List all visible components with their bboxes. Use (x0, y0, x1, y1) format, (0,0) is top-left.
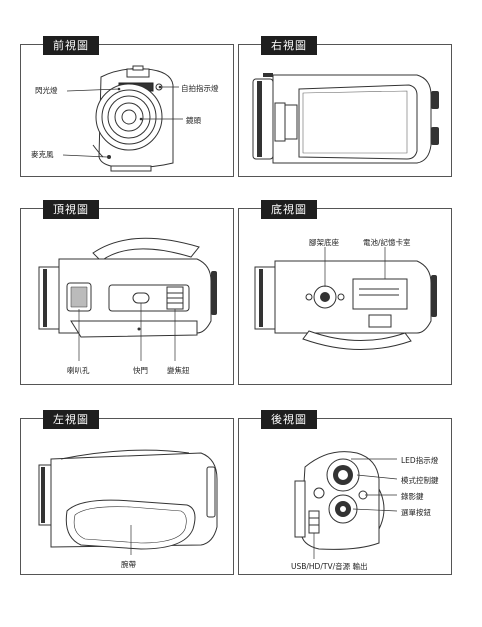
back-camera-drawing (239, 419, 451, 574)
front-camera-drawing (21, 45, 233, 176)
label-ports: USB/HD/TV/音源 輸出 (291, 562, 368, 571)
label-select: 選單按鈕 (401, 508, 431, 517)
label-zoom: 變焦鈕 (167, 366, 190, 375)
panel-title: 左視圖 (43, 410, 99, 429)
label-strap: 腕帶 (121, 560, 136, 569)
label-microphone: 麥克風 (31, 150, 54, 159)
panel-title: 右視圖 (261, 36, 317, 55)
panel-title: 後視圖 (261, 410, 317, 429)
label-shutter: 快門 (133, 366, 148, 375)
panel-right-view: 右視圖 (238, 36, 452, 177)
label-speaker: 喇叭孔 (67, 366, 90, 375)
label-mode: 模式控制鍵 (401, 476, 439, 485)
label-flash: 閃光燈 (35, 86, 58, 95)
label-battery: 電池/記憶卡室 (363, 238, 411, 247)
panel-back-view: 後視圖 LED指示燈 模式控制鍵 錄影鍵 選單按鈕 USB/HD/TV/音源 輸… (238, 410, 452, 575)
right-camera-drawing (239, 73, 439, 176)
label-lens: 鏡頭 (186, 116, 201, 125)
bottom-camera-drawing (239, 209, 437, 384)
label-led: LED指示燈 (401, 456, 439, 465)
label-self-timer: 自拍指示燈 (181, 84, 219, 93)
panel-left-view: 左視圖 腕帶 (20, 410, 234, 575)
panel-title: 底視圖 (261, 200, 317, 219)
label-record: 錄影鍵 (401, 492, 424, 501)
panel-title: 頂視圖 (43, 200, 99, 219)
panel-bottom-view: 底視圖 腳架底座 電池/記憶卡室 (238, 200, 452, 385)
label-tripod: 腳架底座 (309, 238, 339, 247)
left-camera-drawing (21, 419, 233, 574)
top-camera-drawing (21, 209, 217, 384)
panel-title: 前視圖 (43, 36, 99, 55)
panel-top-view: 頂視圖 喇叭孔 快門 變焦鈕 (20, 200, 234, 385)
panel-front-view: 前視圖 閃光燈 自拍指示燈 鏡頭 麥克風 (20, 36, 234, 177)
